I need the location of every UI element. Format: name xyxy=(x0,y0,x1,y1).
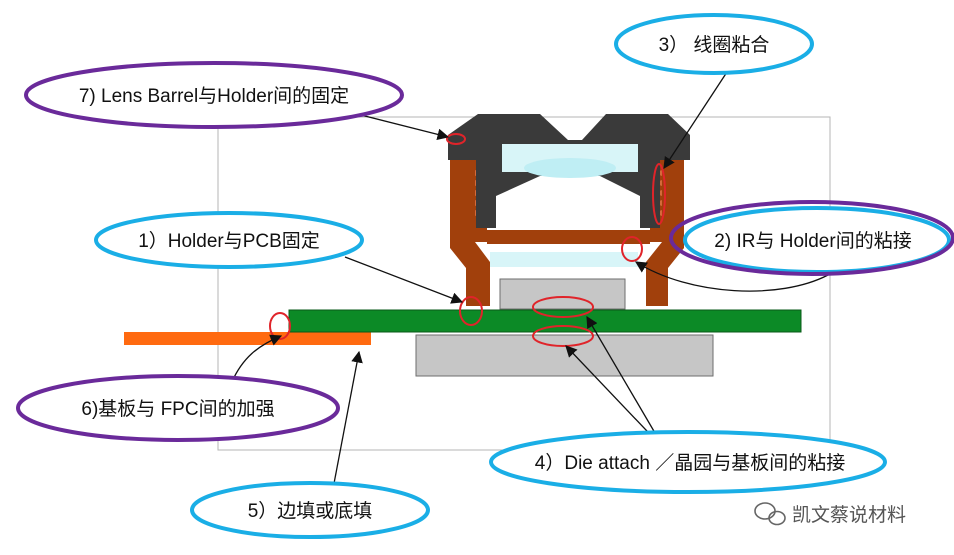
label-coil: 3） 线圈粘合 xyxy=(659,34,770,56)
ir-filter xyxy=(490,252,638,267)
substrate-block xyxy=(415,334,714,377)
leader-underfill xyxy=(331,350,363,495)
label-fpc: 6)基板与 FPC间的加强 xyxy=(81,398,274,420)
leader-coil xyxy=(663,71,728,169)
label-holder-pcb: 1）Holder与PCB固定 xyxy=(138,230,320,252)
oval-holder-pcb xyxy=(94,211,364,269)
oval-coil xyxy=(614,13,814,75)
holder-bridge xyxy=(487,230,650,244)
oval-ir-holder-outer xyxy=(669,200,954,276)
marker-die-top xyxy=(532,296,594,318)
leader-ir xyxy=(635,261,829,292)
lens-curvature xyxy=(524,158,616,178)
die-block xyxy=(499,278,626,310)
label-underfill: 5）边填或底填 xyxy=(248,500,373,522)
label-ir-holder: 2) IR与 Holder间的粘接 xyxy=(714,230,911,252)
oval-die-attach xyxy=(489,430,887,494)
marker-holder-pcb xyxy=(459,296,483,326)
marker-coil xyxy=(652,163,666,225)
oval-fpc xyxy=(16,374,340,442)
leader-lens-barrel xyxy=(352,112,450,141)
fpc-strip xyxy=(124,332,371,345)
leader-die-top xyxy=(586,315,666,451)
marker-die-bottom xyxy=(532,325,594,347)
label-die-attach: 4）Die attach ／晶园与基板间的粘接 xyxy=(535,452,845,474)
watermark-text: 凯文蔡说材料 xyxy=(792,504,906,526)
wechat-icon xyxy=(754,502,786,526)
oval-underfill xyxy=(190,481,430,539)
label-lens-barrel: 7) Lens Barrel与Holder间的固定 xyxy=(79,85,349,107)
leader-holder-pcb xyxy=(344,256,464,304)
watermark: 凯文蔡说材料 xyxy=(754,502,906,526)
oval-lens-barrel xyxy=(24,61,404,129)
marker-ir xyxy=(621,236,643,262)
